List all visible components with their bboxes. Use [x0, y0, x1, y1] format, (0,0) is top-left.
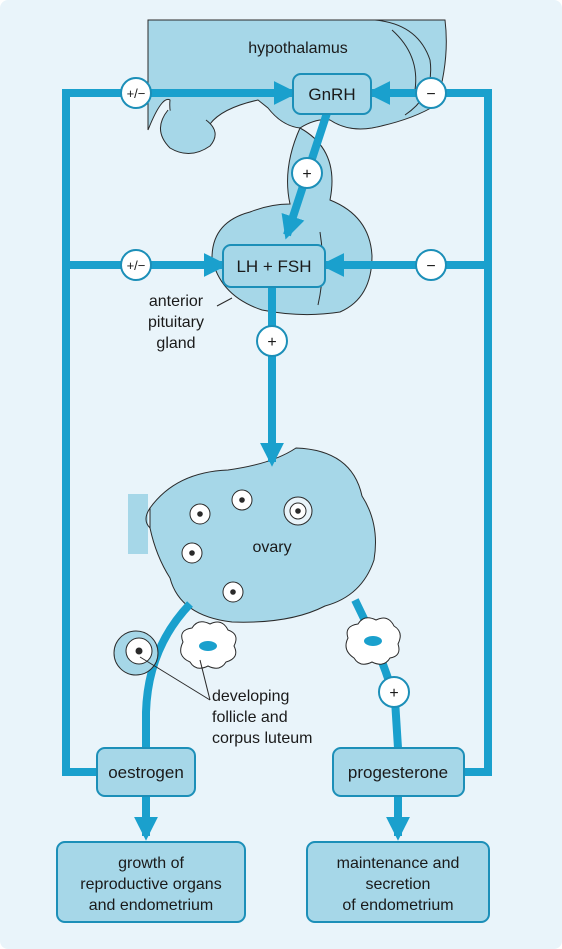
follicle [283, 496, 313, 526]
sign-badge-plus-lh-fsh: + [256, 325, 288, 357]
oestrogen-feedback-loop [62, 81, 298, 776]
sign-label: + [267, 334, 276, 351]
sign-badge-minus-middle: − [415, 249, 447, 281]
growth-effect-box: growth of reproductive organs and endome… [56, 841, 246, 923]
developing-label-line-1: developing [212, 688, 289, 705]
maintenance-line-2: secretion [366, 876, 431, 893]
sign-badge-plus-progesterone: + [378, 676, 410, 708]
follicle [231, 489, 253, 511]
maintenance-effect-box: maintenance and secretion of endometrium [306, 841, 490, 923]
oestrogen-box: oestrogen [96, 747, 196, 797]
growth-line-3: and endometrium [89, 897, 214, 914]
pointer-line-follicle [139, 656, 211, 701]
corpus-luteum [345, 617, 401, 665]
pituitary-label-line-2: pituitary [148, 314, 204, 331]
sign-badge-plus-minus-top: +/− [120, 77, 152, 109]
maintenance-line-1: maintenance and [337, 855, 460, 872]
sign-label: +/− [127, 258, 146, 273]
pointer-line-pituitary [216, 297, 233, 307]
sign-label: + [302, 166, 311, 183]
sign-label: + [389, 685, 398, 702]
maintenance-line-3: of endometrium [342, 897, 453, 914]
gnrh-label: GnRH [308, 85, 355, 104]
ovary-region [128, 447, 376, 623]
oestrogen-label: oestrogen [108, 763, 184, 782]
developing-follicle [113, 630, 159, 676]
sign-label: +/− [127, 86, 146, 101]
gnrh-box: GnRH [292, 73, 372, 115]
developing-label-line-2: follicle and [212, 709, 288, 726]
corpus-luteum [180, 621, 237, 669]
lh-fsh-label: LH + FSH [236, 257, 311, 276]
follicle [189, 503, 211, 525]
sign-label: − [426, 258, 435, 275]
sign-badge-plus-gnrh: + [291, 157, 323, 189]
sign-label: − [426, 86, 435, 103]
developing-label-line-3: corpus luteum [212, 730, 313, 747]
growth-line-2: reproductive organs [80, 876, 221, 893]
sign-badge-plus-minus-middle: +/− [120, 249, 152, 281]
progesterone-label: progesterone [348, 763, 448, 782]
ovary-label: ovary [252, 539, 291, 556]
pituitary-label-line-1: anterior [149, 293, 204, 310]
follicle [222, 581, 244, 603]
sign-badge-minus-top: − [415, 77, 447, 109]
follicle [181, 542, 203, 564]
progesterone-box: progesterone [332, 747, 465, 797]
lh-fsh-box: LH + FSH [222, 244, 326, 288]
hypothalamus-label: hypothalamus [248, 40, 348, 57]
pointer-line-corpus-luteum [199, 659, 211, 701]
growth-line-1: growth of [118, 855, 184, 872]
pituitary-label-line-3: gland [156, 335, 195, 352]
